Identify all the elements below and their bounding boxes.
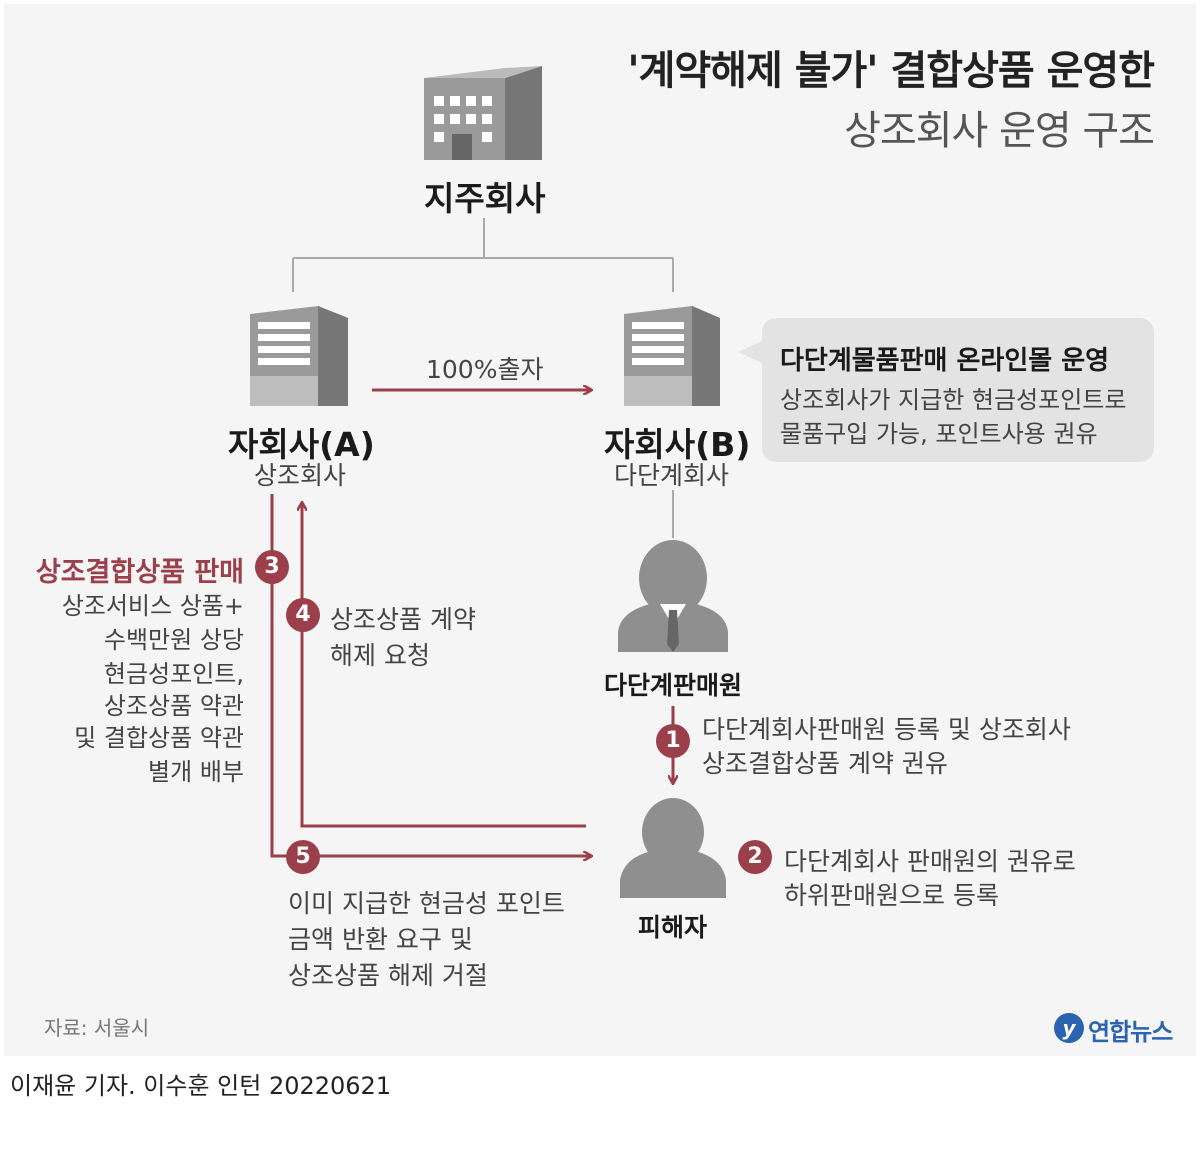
investment-label: 100%출자 bbox=[426, 355, 544, 384]
companyA-sub: 상조회사 bbox=[254, 461, 347, 490]
bubble-tail bbox=[738, 340, 764, 364]
step5-line-2: 금액 반환 요구 및 bbox=[288, 925, 473, 954]
companyA-building-icon bbox=[250, 306, 348, 406]
step2-badge: 2 bbox=[738, 840, 772, 874]
step5-line-1: 이미 지급한 현금성 포인트 bbox=[288, 889, 565, 918]
companyB-sub: 다단계회사 bbox=[614, 461, 730, 490]
companyB-label: 자회사(B) bbox=[604, 425, 751, 464]
step5-line-3: 상조상품 해제 거절 bbox=[288, 961, 488, 990]
step4-badge: 4 bbox=[286, 598, 320, 632]
holding-building-icon bbox=[424, 66, 542, 160]
companyA-label: 자회사(A) bbox=[228, 425, 375, 464]
seller-label: 다단계판매원 bbox=[604, 671, 743, 700]
source-label: 자료: 서울시 bbox=[44, 1016, 150, 1040]
step5-badge: 5 bbox=[286, 840, 320, 874]
step4-line-1: 상조상품 계약 bbox=[330, 605, 476, 634]
step3-line-2: 수백만원 상당 bbox=[103, 626, 244, 654]
step2-line-1: 다단계회사 판매원의 권유로 bbox=[784, 847, 1076, 876]
infographic-panel bbox=[4, 4, 1196, 1056]
holding-label: 지주회사 bbox=[424, 179, 546, 218]
seller-person-icon bbox=[618, 540, 728, 652]
bubble-title: 다단계물품판매 온라인몰 운영 bbox=[780, 346, 1110, 376]
bubble-line-1: 상조회사가 지급한 현금성포인트로 bbox=[780, 386, 1127, 414]
title-line1: '계약해제 불가' 결합상품 운영한 bbox=[627, 48, 1155, 94]
step3-line-4: 상조상품 약관 bbox=[103, 692, 244, 720]
step3-badge: 3 bbox=[255, 550, 289, 584]
step1-badge: 1 bbox=[656, 724, 690, 758]
bubble-line-2: 물품구입 가능, 포인트사용 권유 bbox=[780, 420, 1098, 448]
step4-line-2: 해제 요청 bbox=[330, 641, 430, 670]
step2-line-2: 하위판매원으로 등록 bbox=[784, 881, 999, 910]
step3-line-3: 현금성포인트, bbox=[103, 660, 244, 688]
logo-text: 연합뉴스 bbox=[1088, 1018, 1173, 1046]
step3-title: 상조결합상품 판매 bbox=[35, 557, 244, 588]
logo-mark: y bbox=[1054, 1013, 1084, 1043]
companyB-building-icon bbox=[624, 306, 720, 406]
credit-line: 이재윤 기자. 이수훈 인턴 20220621 bbox=[10, 1072, 392, 1100]
step3-line-6: 별개 배부 bbox=[148, 758, 244, 786]
step1-line-2: 상조결합상품 계약 권유 bbox=[702, 749, 948, 778]
step3-line-1: 상조서비스 상품+ bbox=[61, 592, 244, 620]
step3-5-arrow bbox=[270, 494, 592, 856]
info-bubble: 다단계물품판매 온라인몰 운영 상조회사가 지급한 현금성포인트로 물품구입 가… bbox=[762, 318, 1154, 462]
title-line2: 상조회사 운영 구조 bbox=[844, 108, 1155, 154]
victim-label: 피해자 bbox=[638, 913, 708, 942]
org-connector-lines bbox=[292, 218, 674, 538]
step3-line-5: 및 결합상품 약관 bbox=[74, 724, 244, 752]
step1-line-1: 다단계회사판매원 등록 및 상조회사 bbox=[702, 715, 1071, 744]
victim-person-icon bbox=[620, 798, 726, 898]
